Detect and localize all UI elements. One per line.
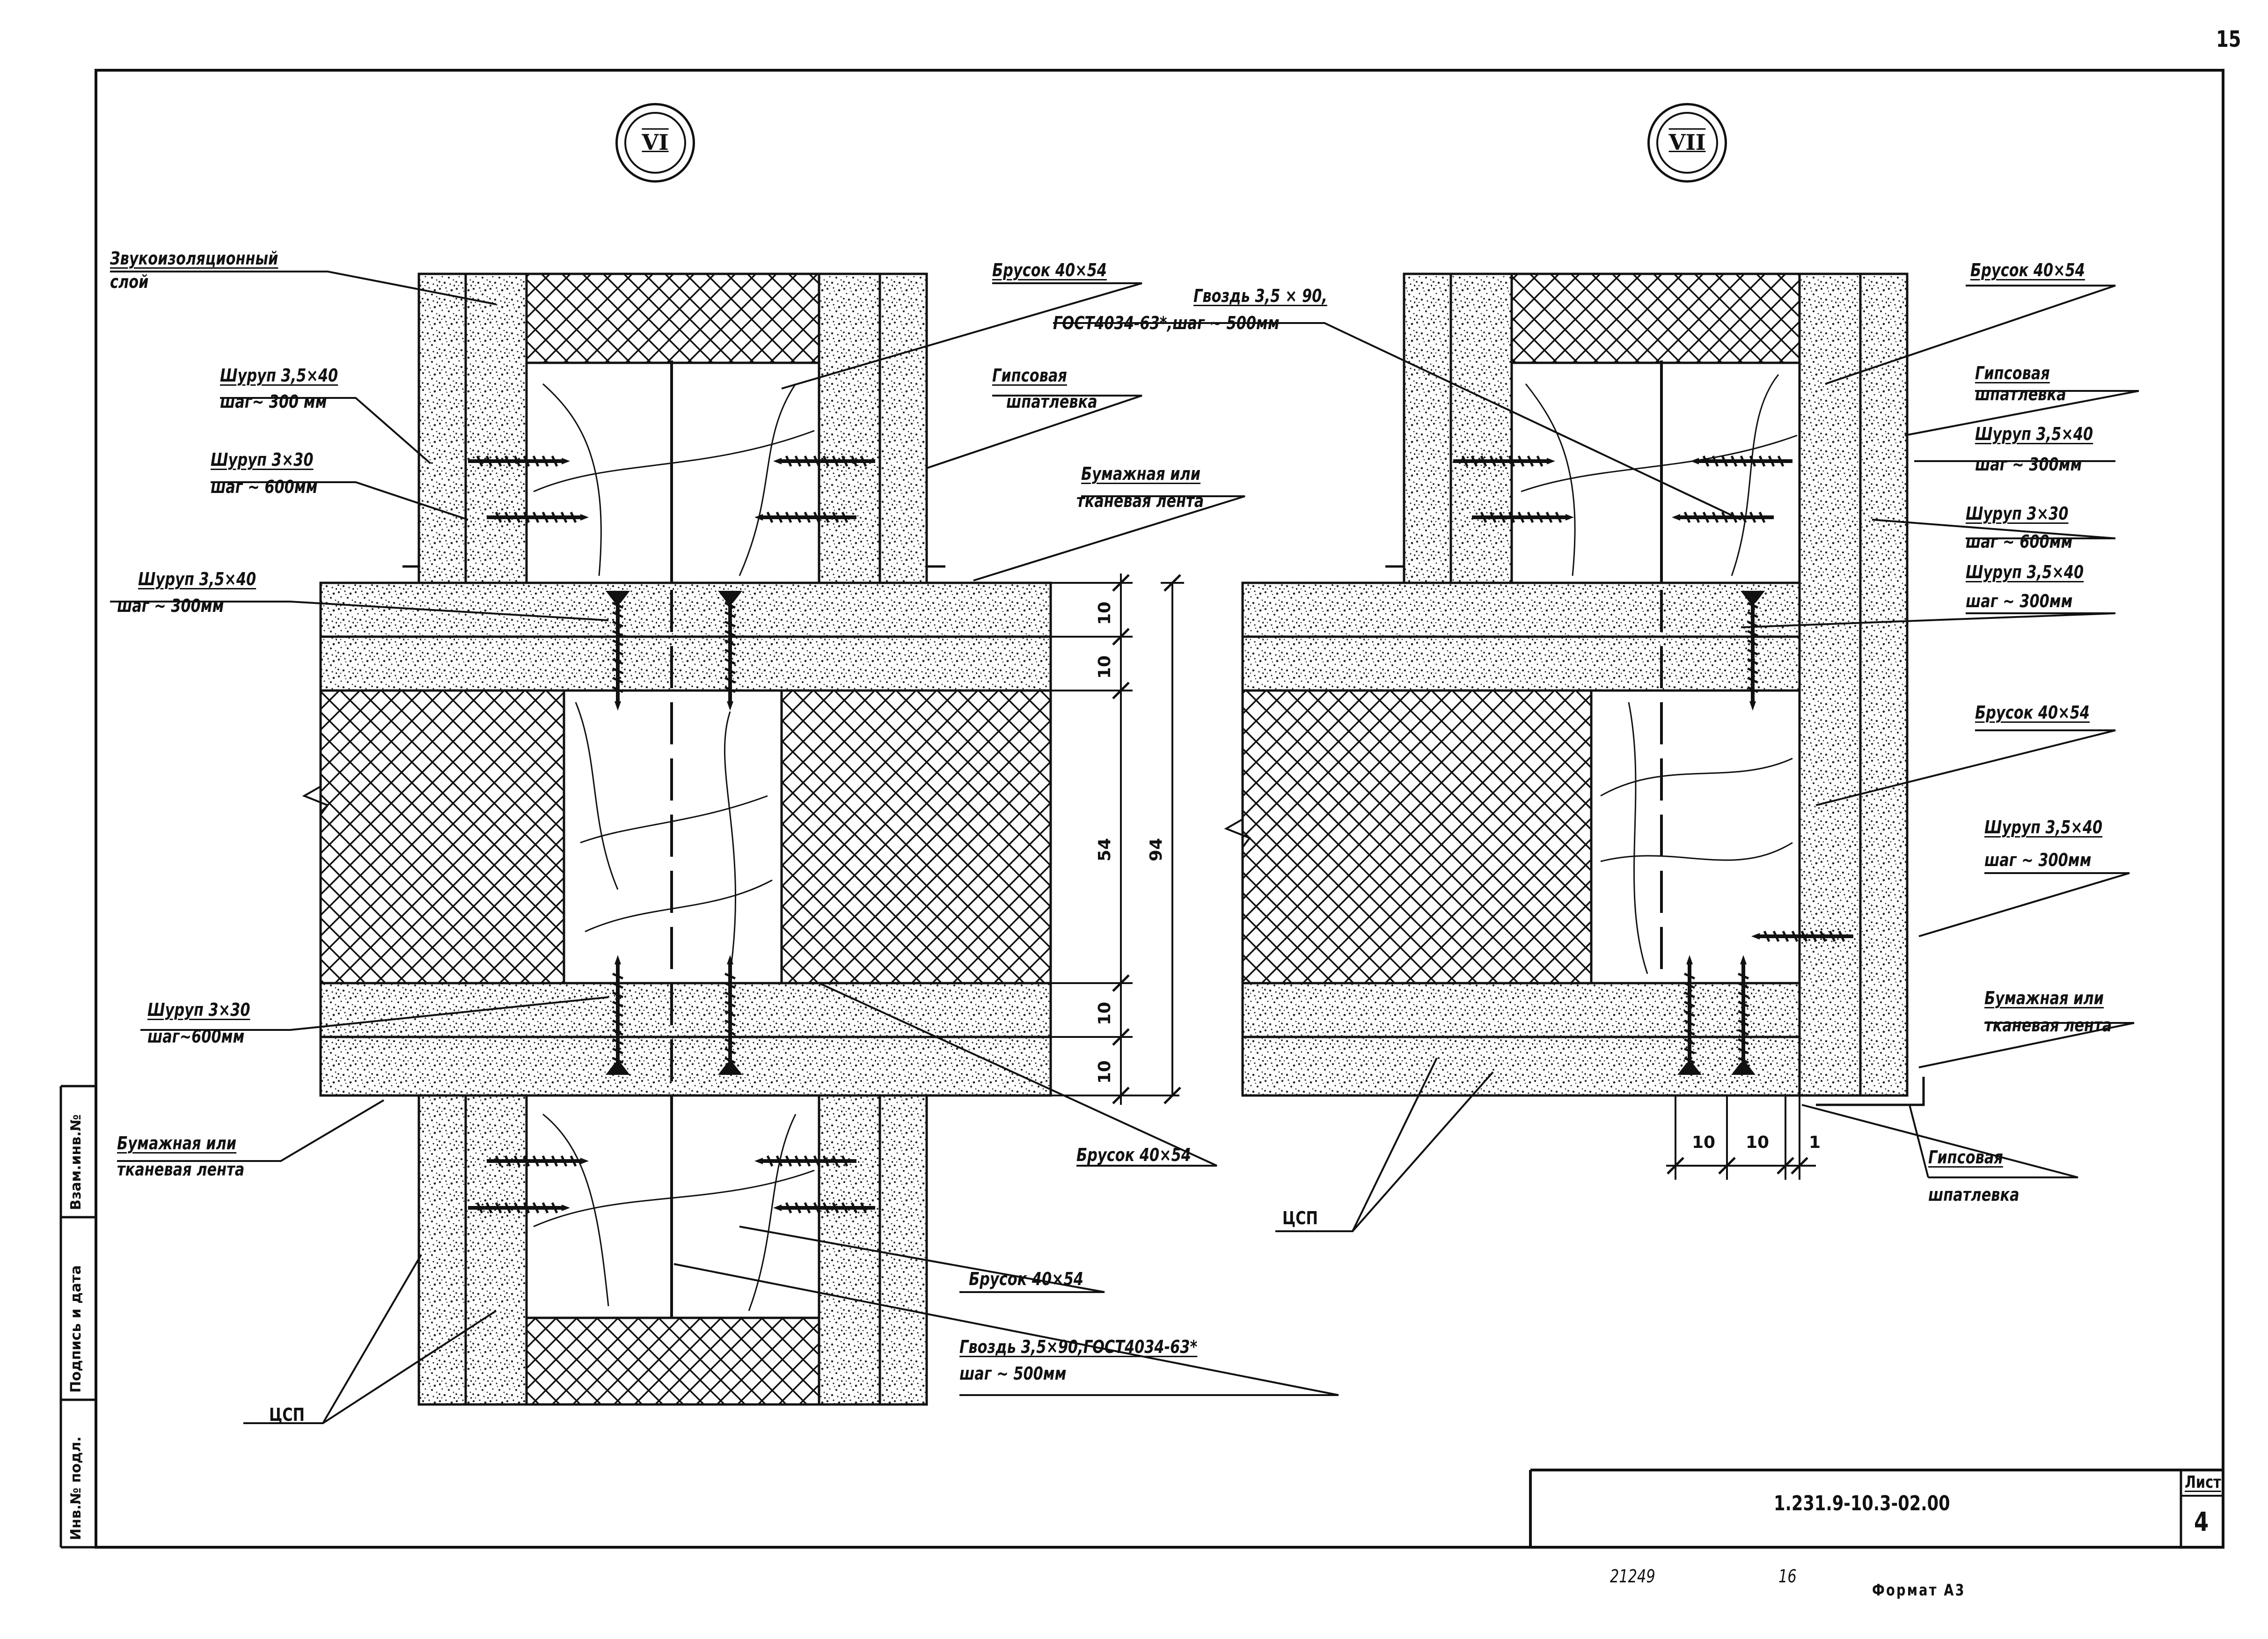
dimension-lines [1051, 573, 1816, 1180]
dim-10-c: 10 [1095, 1001, 1114, 1025]
label-gypsum-right: Гипсовая [1975, 363, 2050, 383]
dim-h-10-a: 10 [1692, 1133, 1716, 1152]
stamp-podpis: Подпись и дата [68, 1265, 84, 1393]
label-soundproof-layer: Звукоизоляционный [110, 248, 278, 269]
label-gypsum-2: шпатлевка [1006, 391, 1097, 412]
section-marker-vi: VI [615, 103, 695, 183]
handwritten-number-1: 21249 [1610, 1566, 1655, 1587]
label-screw-c: Шуруп 3,5×40 [138, 569, 256, 589]
leader-lines [110, 271, 2139, 1424]
stamp-vzam: Взам.инв.№ [68, 1114, 84, 1210]
handwritten-number-2: 16 [1778, 1566, 1797, 1587]
label-gypsum: Гипсовая [992, 365, 1067, 386]
detail-vi [302, 272, 1052, 1406]
label-screw-b: Шуруп 3×30 [211, 449, 314, 470]
label-tape-top: Бумажная или [1081, 463, 1201, 484]
dim-54: 54 [1095, 838, 1114, 861]
label-nail-right: Гвоздь 3,5 × 90, [1193, 286, 1327, 306]
label-gypsum-right-bottom: Гипсовая [1928, 1147, 2003, 1168]
label-screw-right-c-step: шаг ~ 300мм [1966, 591, 2073, 611]
label-screw-b-step: шаг ~ 600мм [211, 477, 318, 497]
detail-vii [1224, 272, 1925, 1106]
label-soundproof-layer-2: слой [110, 272, 149, 292]
dim-10-d: 10 [1095, 1060, 1114, 1084]
label-screw-d-step: шаг~600мм [147, 1026, 245, 1047]
label-csp-left: ЦСП [269, 1404, 305, 1425]
label-beam-mid: Брусок 40×54 [1076, 1145, 1191, 1165]
sheet-frame [95, 69, 2224, 1549]
label-screw-right-d: Шуруп 3,5×40 [1984, 817, 2103, 838]
label-gypsum-right-2: шпатлевка [1975, 384, 2066, 404]
label-screw-right-c: Шуруп 3,5×40 [1966, 562, 2084, 582]
label-tape-top-2: тканевая лента [1076, 491, 1204, 511]
format-label: Формат А3 [1872, 1581, 1966, 1600]
label-gypsum-right-bottom-2: шпатлевка [1928, 1184, 2019, 1205]
label-beam-low: Брусок 40×54 [969, 1269, 1083, 1289]
label-beam-right-1: Брусок 40×54 [1970, 260, 2085, 280]
dim-10-a: 10 [1095, 601, 1114, 625]
page-number: 15 [2216, 26, 2241, 52]
sheet-number: 4 [2194, 1507, 2209, 1537]
dim-94: 94 [1147, 838, 1166, 861]
label-csp-right: ЦСП [1282, 1208, 1318, 1228]
label-beam-top: Брусок 40×54 [992, 260, 1107, 280]
label-tape-right: Бумажная или [1984, 988, 2104, 1008]
dim-h-1: 1 [1809, 1133, 1821, 1152]
drawing-code: 1.231.9-10.3-02.00 [1774, 1492, 1950, 1515]
label-screw-a: Шуруп 3,5×40 [220, 365, 338, 386]
dim-10-b: 10 [1095, 655, 1114, 679]
label-nail-left: Гвоздь 3,5×90,ГОСТ4034-63* [959, 1337, 1198, 1357]
label-tape-left-2: тканевая лента [117, 1159, 245, 1180]
label-screw-d: Шуруп 3×30 [147, 1000, 250, 1020]
label-screw-right-b: Шуруп 3×30 [1966, 503, 2069, 524]
sheet-label: Лист [2185, 1473, 2221, 1492]
label-beam-right-2: Брусок 40×54 [1975, 702, 2090, 723]
label-screw-right-d-step: шаг ~ 300мм [1984, 850, 2092, 870]
stamp-inv-podl: Инв.№ подл. [68, 1436, 84, 1540]
label-tape-left: Бумажная или [117, 1133, 237, 1154]
label-screw-c-step: шаг ~ 300мм [117, 595, 224, 616]
label-tape-right-2: тканевая лента [1984, 1015, 2112, 1036]
label-screw-right-a: Шуруп 3,5×40 [1975, 424, 2093, 444]
label-nail-left-step: шаг ~ 500мм [959, 1363, 1067, 1384]
label-screw-right-b-step: шаг ~ 600мм [1966, 531, 2073, 552]
label-screw-a-step: шаг~ 300 мм [220, 391, 327, 412]
label-screw-right-a-step: шаг ~ 300мм [1975, 454, 2082, 475]
label-nail-right-step: ГОСТ4034-63*,шаг ~ 500мм [1053, 313, 1280, 333]
section-marker-vii: VII [1647, 103, 1727, 183]
dim-h-10-b: 10 [1746, 1133, 1770, 1152]
